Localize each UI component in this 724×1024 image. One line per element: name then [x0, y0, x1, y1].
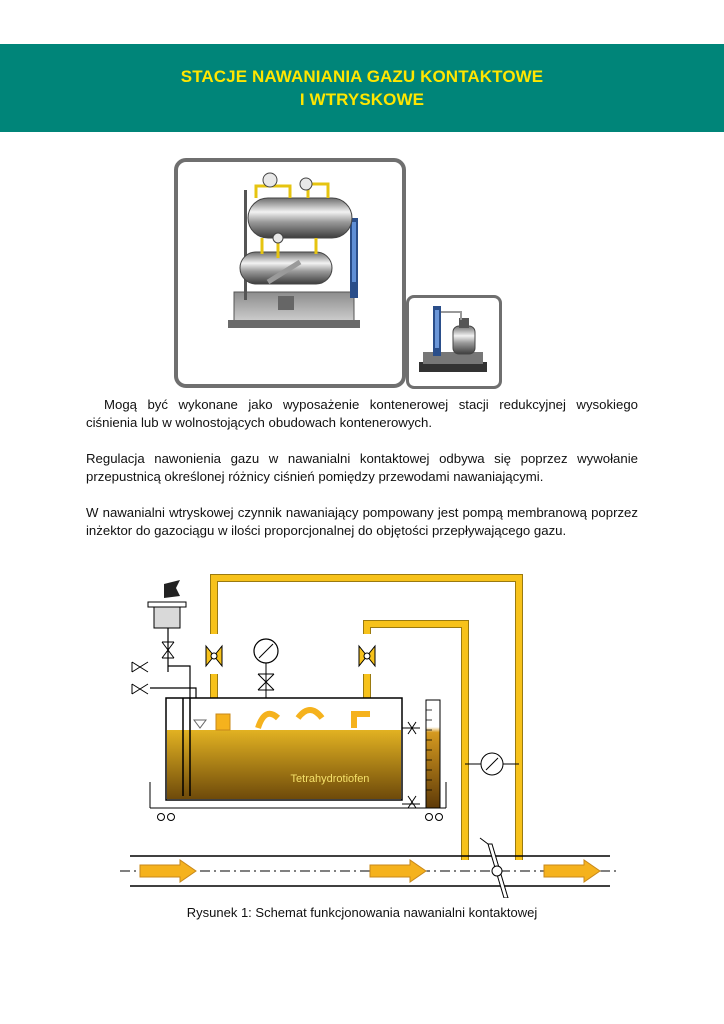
inlet-pipes — [131, 580, 197, 796]
figure-caption: Rysunek 1: Schemat funkcjonowania nawani… — [186, 905, 538, 920]
vapour-flow-arrows — [215, 707, 370, 731]
tank-label: Tetrahydrotiofen — [291, 773, 370, 785]
odorant-tank: Tetrahydrotiofen — [149, 697, 447, 821]
page-title-line2: I WTRYSKOWE — [299, 90, 425, 109]
secondary-station-photo — [406, 295, 502, 389]
odorization-schematic: Tetrahydrotiofen — [120, 574, 620, 898]
gas-pipeline — [120, 837, 620, 898]
paragraph-2: Regulacja nawonienia gazu w nawanialni k… — [86, 451, 638, 484]
page-title-line1: STACJE NAWANIANIA GAZU KONTAKTOWE — [180, 67, 544, 86]
paragraph-1: Mogą być wykonane jako wyposażenie konte… — [86, 397, 638, 430]
station-illustration — [228, 172, 360, 328]
yellow-valve-left — [205, 644, 223, 668]
page-header: STACJE NAWANIANIA GAZU KONTAKTOWE I WTRY… — [0, 44, 724, 132]
paragraph-3: W nawanialni wtryskowej czynnik nawaniaj… — [86, 505, 638, 538]
level-gauge — [402, 699, 441, 809]
pressure-gauge-line — [465, 752, 519, 776]
injection-station-illustration — [419, 306, 487, 372]
main-station-photo — [174, 158, 406, 388]
tank-pressure-gauge — [253, 638, 279, 698]
yellow-valve-right — [358, 644, 376, 668]
odorant-lines — [210, 574, 523, 860]
